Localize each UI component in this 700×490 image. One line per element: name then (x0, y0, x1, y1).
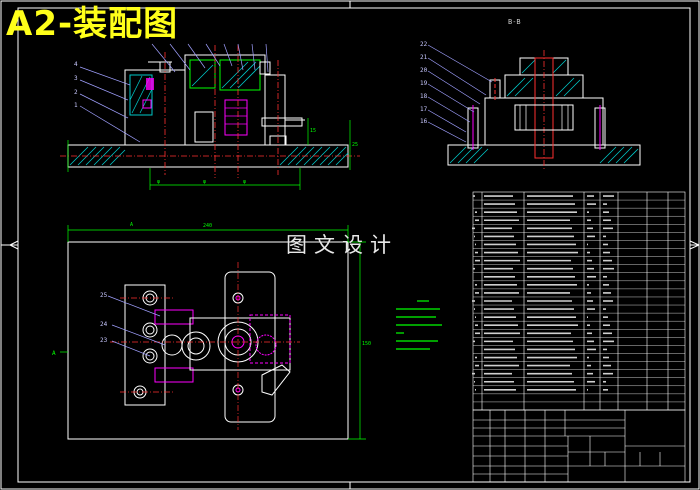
svg-text:18: 18 (420, 93, 428, 100)
svg-text:21: 21 (420, 54, 428, 61)
svg-text:16: 16 (420, 118, 428, 125)
title-block (472, 409, 686, 483)
svg-text:3: 3 (74, 75, 78, 82)
svg-text:240: 240 (203, 223, 212, 229)
svg-text:24: 24 (100, 321, 108, 328)
front-view: φ φ φ 25 15 4 3 2 1 (60, 43, 360, 190)
svg-text:23: 23 (100, 337, 108, 344)
svg-text:1: 1 (74, 102, 78, 109)
parts-list-rows (473, 199, 685, 403)
parts-list-text (472, 195, 614, 391)
svg-text:15: 15 (310, 128, 316, 134)
svg-text:20: 20 (420, 67, 428, 74)
svg-text:150: 150 (362, 341, 371, 347)
svg-text:4: 4 (74, 61, 78, 68)
svg-text:A: A (52, 350, 56, 357)
svg-text:19: 19 (420, 80, 428, 87)
svg-text:25: 25 (352, 142, 358, 148)
svg-text:17: 17 (420, 106, 428, 113)
svg-text:φ: φ (203, 179, 206, 185)
svg-text:25: 25 (100, 292, 108, 299)
technical-notes (396, 300, 442, 350)
svg-text:φ: φ (157, 179, 160, 185)
watermark-text: 图文设计 (286, 233, 398, 257)
svg-text:22: 22 (420, 41, 428, 48)
svg-text:2: 2 (74, 89, 78, 96)
plan-view: 240 150 A A (52, 222, 371, 440)
section-view: 22 21 20 19 18 17 16 (420, 41, 641, 170)
drawing-title: A2-装配图 (6, 4, 179, 44)
section-label: B-B (508, 18, 521, 26)
svg-text:A: A (130, 222, 133, 228)
svg-text:φ: φ (243, 179, 246, 185)
